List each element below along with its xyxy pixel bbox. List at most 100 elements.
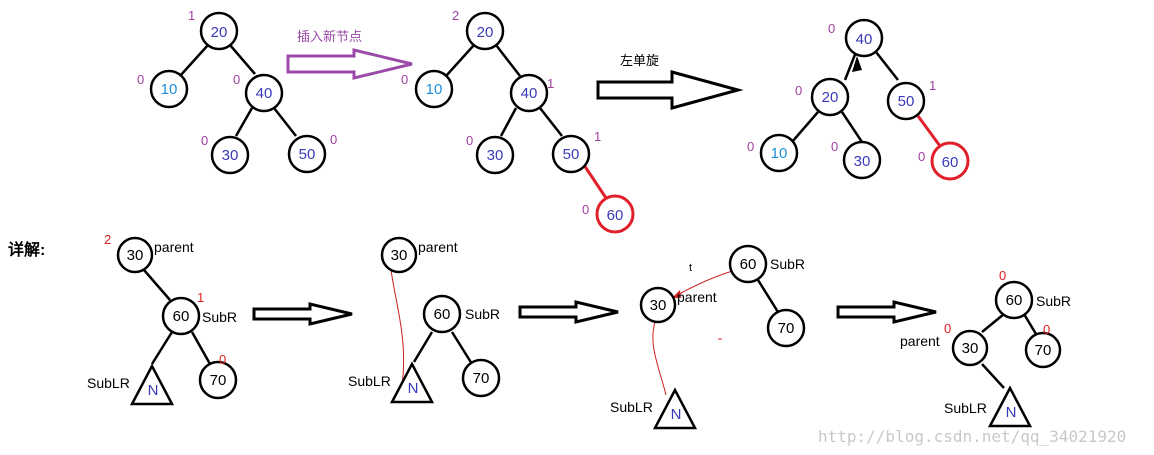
tree3-node-20 [810,77,850,117]
tree1-bf-10: 0 [137,72,144,87]
step1-value-60: 60 [173,308,190,325]
tree2-value-40: 40 [521,85,538,102]
tree3-value-50: 50 [898,93,915,110]
tree3-bf-60: 0 [918,149,925,164]
step1-subtree-triangle [129,363,175,406]
tree1-value-30: 30 [222,147,239,164]
tree3-node-50 [886,81,926,121]
step4-bf-70: 0 [1043,322,1050,337]
tree2-bf-20: 2 [452,8,459,23]
step4-bf-60: 0 [999,268,1006,283]
tree-after-rotation: 40 0 20 0 50 1 10 0 30 0 60 0 [747,18,970,181]
step1-n-label: N [148,382,159,399]
step4-value-70: 70 [1035,342,1052,359]
step2-node-60 [422,294,462,334]
tree2-node-60-new [595,194,635,234]
step1-node-30 [116,236,154,274]
step2-value-70: 70 [473,370,490,387]
step3-parent-label: parent [677,289,717,305]
tree2-value-60: 60 [607,207,624,224]
detail-step-3: 60 SubR t 30 parent 70 N SubLR [610,244,806,430]
insert-arrow: 插入新节点 [286,29,413,80]
tree3-bf-10: 0 [747,139,754,154]
step3-node-30 [639,286,677,324]
tree1-value-40: 40 [256,85,273,102]
tree1-bf-20: 1 [188,8,195,23]
step3-value-30: 30 [650,297,667,314]
step4-n-label: N [1006,404,1017,421]
tree3-value-30: 30 [854,153,871,170]
tree3-node-10 [759,133,799,173]
step1-subr-label: SubR [202,309,237,325]
step4-subtree-triangle [987,385,1033,428]
tree2-value-50: 50 [563,146,580,163]
step1-sublr-label: SubLR [87,375,130,391]
tree2-bf-40: 1 [547,76,554,91]
tree1-node-20 [199,11,239,51]
tree2-bf-30: 0 [466,133,473,148]
tree1-value-50: 50 [299,146,316,163]
step1-node-70 [198,360,238,400]
step1-bf-70: 0 [219,352,226,367]
detail-step-2: 30 parent 60 SubR N SubLR 70 [348,236,501,404]
step2-node-70 [461,358,501,398]
step2-subr-label: SubR [465,306,500,322]
detail-step-4: 60 0 SubR 30 0 parent 70 0 N SubLR [900,268,1071,428]
tree1-bf-30: 0 [201,133,208,148]
step1-node-60 [161,296,201,336]
step2-value-60: 60 [434,306,451,323]
watermark: http://blog.csdn.net/qq_34021920 [818,427,1126,446]
tree2-value-10: 10 [426,81,443,98]
step4-node-30 [951,329,989,367]
tree2-node-20 [465,11,505,51]
tree3-node-30 [842,140,882,180]
tree3-bf-40: 0 [828,21,835,36]
tree3-bf-30: 0 [831,139,838,154]
tree1-node-10 [149,69,189,109]
step2-parent-label: parent [418,239,458,255]
step4-parent-label: parent [900,333,940,349]
tree1-node-30 [210,135,250,175]
step3-node-70 [766,308,806,348]
tree3-bf-50: 1 [929,78,936,93]
tree-after-insert: 20 2 10 0 40 1 30 0 50 1 60 0 [401,8,635,234]
tree1-value-10: 10 [161,81,178,98]
tree3-value-10: 10 [771,145,788,162]
tree1-node-40 [244,73,284,113]
step4-value-30: 30 [962,340,979,357]
left-rotate-label: 左单旋 [620,53,659,68]
step-arrow-2 [518,300,619,324]
step3-subtree-triangle [652,387,698,430]
tree2-node-40 [509,73,549,113]
tree3-value-20: 20 [822,89,839,106]
step2-subtree-triangle [389,361,435,404]
left-rotate-arrow: 左单旋 [596,53,744,110]
step4-node-60 [994,280,1034,320]
insert-arrow-label: 插入新节点 [297,29,362,44]
step3-stray-mark: t [689,262,692,274]
step1-value-70: 70 [210,372,227,389]
detail-step-1: 30 2 parent 60 1 SubR N SubLR 70 0 [87,232,238,406]
step1-value-30: 30 [127,247,144,264]
step2-node-30 [380,236,418,274]
tree2-node-10 [414,69,454,109]
step4-bf-30: 0 [944,321,951,336]
step2-n-label: N [408,380,419,397]
tree1-value-20: 20 [211,24,228,41]
tree1-bf-40: 0 [233,72,240,87]
tree3-node-40 [844,18,884,58]
tree3-value-40: 40 [856,31,873,48]
tree1-bf-50: 0 [330,132,337,147]
step1-bf-60: 1 [197,290,204,305]
tree2-value-20: 20 [477,24,494,41]
tree2-bf-50: 1 [594,129,601,144]
tree3-node-60 [930,141,970,181]
tree-before-insert: 20 1 10 0 40 0 30 0 50 0 [137,8,337,175]
step4-node-70 [1024,331,1062,369]
step1-bf-30: 2 [104,232,111,247]
step1-parent-label: parent [154,239,194,255]
tree2-node-30 [475,135,515,175]
tree2-value-30: 30 [487,147,504,164]
step4-subr-label: SubR [1036,293,1071,309]
